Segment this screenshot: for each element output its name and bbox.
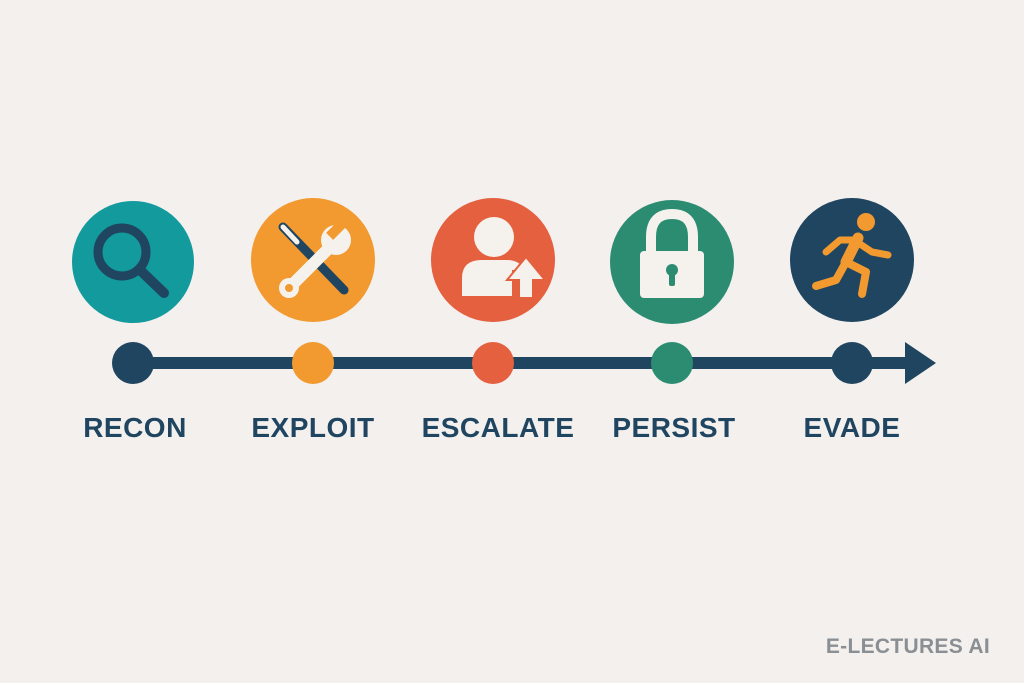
timeline-arrowhead (905, 342, 936, 384)
tools-icon (278, 220, 351, 298)
stage-label-escalate: ESCALATE (422, 412, 575, 443)
stage-label-evade: EVADE (804, 412, 901, 443)
running-person-icon (812, 213, 892, 298)
exploit-dot (292, 342, 334, 384)
recon-badge (72, 201, 194, 323)
escalate-dot (472, 342, 514, 384)
evade-dot (831, 342, 873, 384)
stage-evade: EVADE (790, 198, 914, 443)
stage-label-recon: RECON (83, 412, 187, 443)
user-up-arrow-icon (462, 217, 548, 299)
stage-escalate: ESCALATE (422, 198, 575, 443)
stage-label-persist: PERSIST (612, 412, 735, 443)
watermark-logo: E-LECTURES AI (825, 635, 990, 658)
padlock-icon (640, 208, 704, 298)
stage-recon: RECON (72, 201, 194, 443)
persist-dot (651, 342, 693, 384)
stage-persist: PERSIST (610, 200, 735, 443)
recon-dot (112, 342, 154, 384)
magnifier-icon (93, 223, 169, 298)
stage-exploit: EXPLOIT (251, 198, 375, 443)
stage-label-exploit: EXPLOIT (251, 412, 374, 443)
